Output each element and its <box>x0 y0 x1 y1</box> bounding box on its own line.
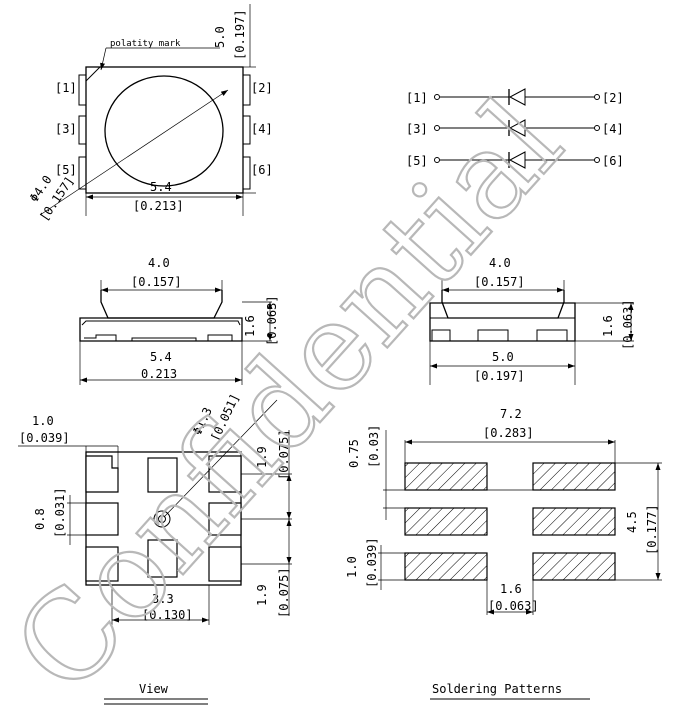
pad-4 <box>242 115 251 145</box>
pad-3 <box>78 115 87 145</box>
polarity-mark-label: polatity mark <box>110 39 181 49</box>
confidential-watermark: Confidential <box>0 74 589 712</box>
height-in: [0.197] <box>233 9 247 60</box>
side-a-width-mm: 5.4 <box>150 350 172 364</box>
solder-pad-3 <box>404 507 488 536</box>
circuit-pin-4: [4] <box>602 122 624 136</box>
pin-label-3: [3] <box>55 122 77 136</box>
circuit-pin-5: [5] <box>406 154 428 168</box>
circuit-pin-6: [6] <box>602 154 624 168</box>
side-a-lens-mm: 4.0 <box>148 256 170 270</box>
pitch-top-mm: 1.9 <box>255 446 269 468</box>
diode-row-1 <box>434 88 600 106</box>
pin-label-1: [1] <box>55 81 77 95</box>
package-outline <box>85 66 244 194</box>
circuit-schematic: [1] [2] [3] [4] [5] [6] <box>406 88 624 169</box>
center-pad-top <box>147 457 178 493</box>
solder-pad-6 <box>532 552 616 581</box>
solder-height-in: [0.177] <box>645 504 659 555</box>
diode-row-2 <box>434 119 600 137</box>
pad-width-in: [0.039] <box>19 431 70 445</box>
pin-label-5: [5] <box>55 163 77 177</box>
circuit-pin-2: [2] <box>602 91 624 105</box>
width-in: [0.213] <box>133 199 184 213</box>
solder-pad-height-in: [0.039] <box>365 537 379 588</box>
bottom-pad-3 <box>85 502 119 536</box>
bottom-pad-2 <box>208 455 242 493</box>
pin-label-4: [4] <box>251 122 273 136</box>
polarity-leader <box>100 47 107 71</box>
polarity-notch <box>85 66 101 82</box>
pitch-bottom-in: [0.075] <box>277 567 291 618</box>
pitch-bottom-mm: 1.9 <box>255 584 269 606</box>
lens-dome <box>100 290 223 319</box>
top-view: [1] [3] [5] [2] [4] [6] polatity mark 5.… <box>27 4 273 224</box>
solder-width-mm: 7.2 <box>500 407 522 421</box>
span-in: [0.130] <box>142 608 193 622</box>
inner-gap-in: [0.063] <box>488 599 539 613</box>
side-a-width-in: 0.213 <box>141 367 177 381</box>
lens-circle <box>104 75 224 187</box>
circuit-pin-1: [1] <box>406 91 428 105</box>
side-b-width-in: [0.197] <box>474 369 525 383</box>
pad-6 <box>242 156 251 190</box>
side-b-height-mm: 1.6 <box>601 315 615 337</box>
soldering-caption: Soldering Patterns <box>432 682 562 696</box>
pad-5 <box>78 156 87 190</box>
pad-1 <box>78 74 87 106</box>
pin-label-6: [6] <box>251 163 273 177</box>
pin-label-2: [2] <box>251 81 273 95</box>
soldering-patterns: 7.2 [0.283] 0.75 [0.03] 4.5 [0.177] 1.0 … <box>345 407 662 700</box>
bottom-view-caption: View <box>139 682 169 696</box>
inner-gap-mm: 1.6 <box>500 582 522 596</box>
bottom-pad-5 <box>85 546 119 582</box>
center-pad-bottom <box>147 539 178 578</box>
diode-row-3 <box>434 151 600 169</box>
solder-pad-4 <box>532 507 616 536</box>
side-b-lens-in: [0.157] <box>474 275 525 289</box>
pad-width-mm: 1.0 <box>32 414 54 428</box>
diameter-leader <box>39 89 229 216</box>
solder-height-mm: 4.5 <box>625 511 639 533</box>
width-mm: 5.4 <box>150 180 172 194</box>
bottom-pad-6 <box>208 546 242 582</box>
side-a-height-in: [0.063] <box>265 295 279 346</box>
circuit-pin-3: [3] <box>406 122 428 136</box>
side-b-width-mm: 5.0 <box>492 350 514 364</box>
height-mm: 5.0 <box>213 26 227 48</box>
pad-height-in: [0.031] <box>53 487 67 538</box>
side-a-lens-in: [0.157] <box>131 275 182 289</box>
side-b-height-in: [0.063] <box>621 299 635 350</box>
thermal-hole <box>153 510 171 528</box>
solder-width-in: [0.283] <box>483 426 534 440</box>
solder-gap-in: [0.03] <box>367 425 381 468</box>
pad-2 <box>242 74 251 106</box>
solder-pad-1 <box>404 462 488 491</box>
solder-pad-height-mm: 1.0 <box>345 556 359 578</box>
solder-pad-5 <box>404 552 488 581</box>
span-mm: 3.3 <box>152 592 174 606</box>
pitch-top-in: [0.075] <box>277 429 291 480</box>
side-b-lens-mm: 4.0 <box>489 256 511 270</box>
solder-gap-mm: 0.75 <box>347 439 361 468</box>
side-view-b: 4.0 [0.157] 1.6 [0.063] 5.0 [0.197] <box>429 256 635 385</box>
solder-pad-2 <box>532 462 616 491</box>
side-a-height-mm: 1.6 <box>243 315 257 337</box>
pad-height-mm: 0.8 <box>33 508 47 530</box>
side-view-a: 4.0 [0.157] 1.6 [0.063] 5.4 0.213 <box>79 256 279 385</box>
